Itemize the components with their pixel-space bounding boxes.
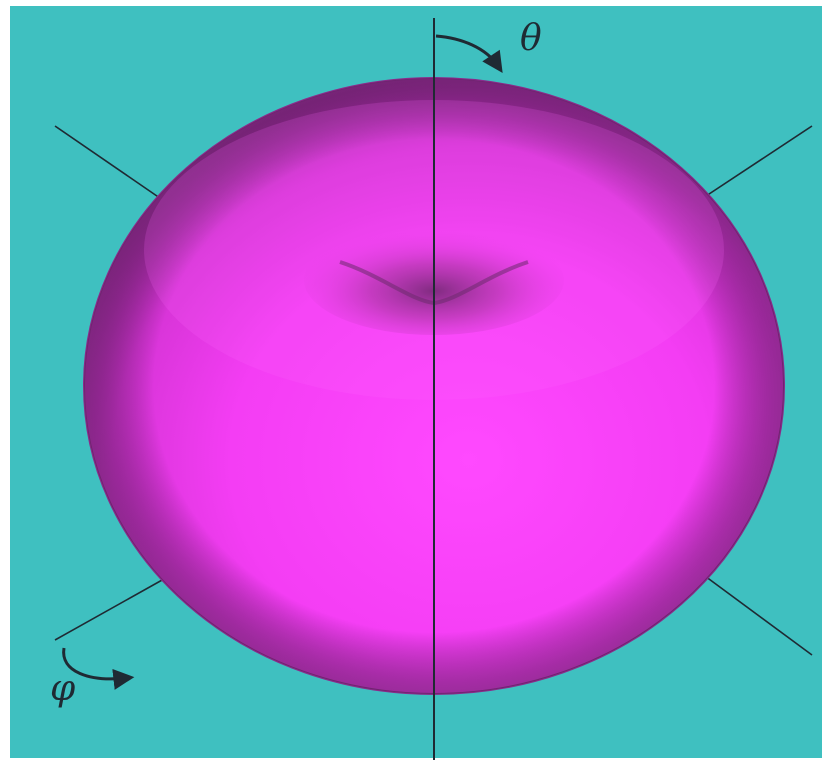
theta-label: θ [520, 18, 542, 59]
phi-label: φ [50, 668, 76, 709]
